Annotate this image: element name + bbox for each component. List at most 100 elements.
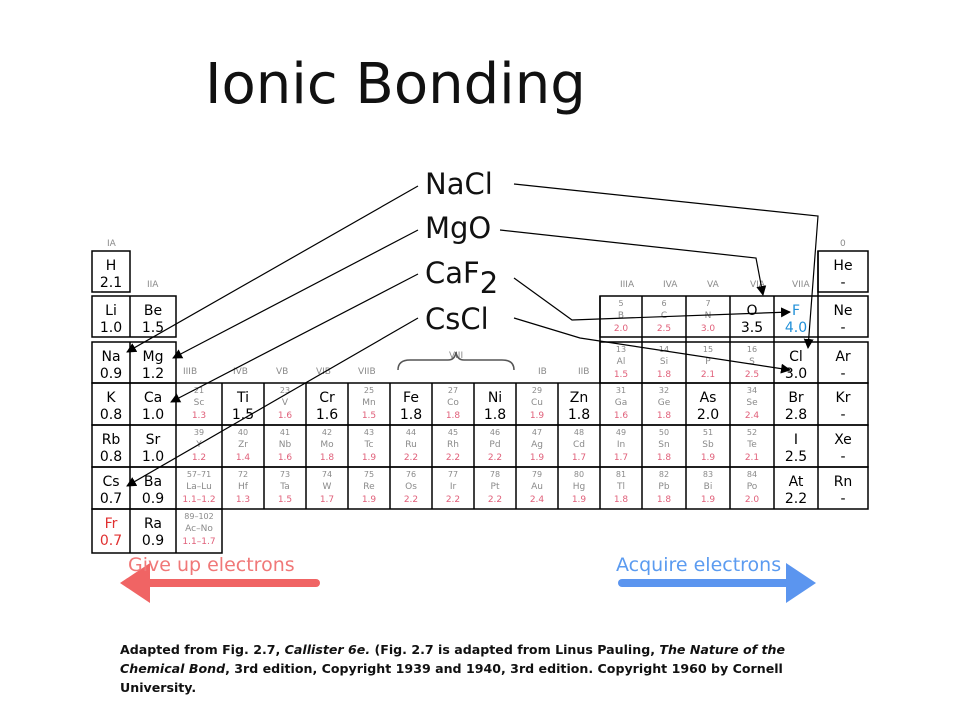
arrow-cscl-to-cs xyxy=(126,317,419,487)
element-symbol: La–Lu xyxy=(186,482,212,492)
element-electronegativity: 0.7 xyxy=(100,533,122,549)
element-number: 31 xyxy=(616,386,626,395)
element-number: 27 xyxy=(448,386,458,395)
element-electronegativity: 1.2 xyxy=(192,453,206,463)
element-electronegativity: 2.5 xyxy=(785,449,807,465)
element-symbol: Hg xyxy=(573,482,585,492)
element-electronegativity: 1.5 xyxy=(142,320,164,336)
formula-caf2-base: CaF xyxy=(425,256,480,290)
element-symbol: Cu xyxy=(531,398,543,408)
element-number: 50 xyxy=(659,428,669,437)
element-number: 42 xyxy=(322,428,332,437)
element-electronegativity: 1.8 xyxy=(657,495,672,505)
element-number: 46 xyxy=(490,428,500,437)
element-number: 14 xyxy=(659,345,669,354)
element-symbol: Al xyxy=(617,357,626,367)
element-number: 80 xyxy=(574,470,584,479)
group-header: 0 xyxy=(840,239,846,249)
element-electronegativity: 1.6 xyxy=(316,407,338,423)
element-number: 51 xyxy=(703,428,713,437)
give-arrow-head xyxy=(120,563,150,603)
element-number: 13 xyxy=(616,345,626,354)
element-symbol: Ra xyxy=(144,516,162,532)
element-symbol: Pt xyxy=(491,482,500,492)
element-symbol: Au xyxy=(531,482,543,492)
caption-italic: Callister 6e. xyxy=(284,642,371,657)
element-number: 43 xyxy=(364,428,374,437)
element-symbol: Si xyxy=(660,357,668,367)
element-electronegativity: 1.9 xyxy=(572,495,587,505)
caption-part: (Fig. 2.7 is adapted from Linus Pauling, xyxy=(370,642,660,657)
element-symbol: Zr xyxy=(238,440,248,450)
group-header: VIII xyxy=(449,351,463,361)
element-symbol: Sb xyxy=(702,440,714,450)
element-symbol: W xyxy=(323,482,332,492)
element-symbol: Ga xyxy=(615,398,628,408)
element-electronegativity: 2.2 xyxy=(446,495,460,505)
element-symbol: Fr xyxy=(105,516,118,532)
element-electronegativity: 1.8 xyxy=(320,453,335,463)
acquire-arrow-head xyxy=(786,563,816,603)
element-symbol: Ba xyxy=(144,474,162,490)
element-symbol: F xyxy=(792,303,800,319)
group-header: VIA xyxy=(750,280,766,290)
element-symbol: Zn xyxy=(570,390,588,406)
element-electronegativity: - xyxy=(840,366,845,382)
element-number: 21 xyxy=(194,386,204,395)
arrow-cscl-to-cl xyxy=(513,317,791,374)
element-electronegativity: 1.3 xyxy=(236,495,250,505)
element-electronegativity: 0.7 xyxy=(100,491,122,507)
element-electronegativity: 4.0 xyxy=(785,320,807,336)
highlighted-element-cells: H2.1Li1.0Be1.5Na0.9Mg1.2K0.8Ca1.0Ti1.5Cr… xyxy=(100,258,853,549)
page-title: Ionic Bonding xyxy=(205,52,586,117)
give-up-electrons-label: Give up electrons xyxy=(128,554,295,576)
element-number: 77 xyxy=(448,470,458,479)
group-header: VA xyxy=(707,280,720,290)
element-symbol: Ca xyxy=(144,390,162,406)
group-header: IVA xyxy=(663,280,678,290)
element-symbol: Be xyxy=(144,303,162,319)
element-symbol: He xyxy=(833,258,852,274)
element-electronegativity: 1.6 xyxy=(614,411,629,421)
element-electronegativity: 1.4 xyxy=(236,453,251,463)
element-symbol: Hf xyxy=(238,482,249,492)
element-number: 23 xyxy=(280,386,290,395)
element-symbol: Cl xyxy=(789,349,803,365)
element-symbol: Br xyxy=(788,390,804,406)
element-number: 74 xyxy=(322,470,332,479)
element-number: 39 xyxy=(194,428,204,437)
element-symbol: Tl xyxy=(616,482,625,492)
element-electronegativity: 1.7 xyxy=(572,453,586,463)
element-symbol: Mg xyxy=(143,349,164,365)
element-number: 79 xyxy=(532,470,542,479)
element-electronegativity: 0.9 xyxy=(100,366,122,382)
arrow-nacl-to-na xyxy=(126,185,419,353)
element-symbol: Cr xyxy=(319,390,335,406)
element-electronegativity: 1.8 xyxy=(614,495,629,505)
element-symbol: Sc xyxy=(194,398,205,408)
element-number: 76 xyxy=(406,470,416,479)
element-electronegativity: - xyxy=(840,275,845,291)
element-symbol: Ti xyxy=(236,390,249,406)
element-electronegativity: 2.1 xyxy=(701,370,715,380)
element-symbol: Os xyxy=(405,482,417,492)
element-electronegativity: 1.0 xyxy=(142,407,164,423)
element-symbol: Cd xyxy=(573,440,585,450)
formula-caf2: CaF2 xyxy=(425,256,498,300)
element-symbol: Rb xyxy=(102,432,121,448)
element-electronegativity: 1.5 xyxy=(614,370,628,380)
element-number: 32 xyxy=(659,386,669,395)
element-number: 44 xyxy=(406,428,416,437)
element-electronegativity: - xyxy=(840,320,845,336)
element-electronegativity: 1.6 xyxy=(278,453,293,463)
element-number: 81 xyxy=(616,470,626,479)
element-number: 15 xyxy=(703,345,713,354)
group-header: VIIA xyxy=(792,280,810,290)
element-electronegativity: 2.2 xyxy=(404,495,418,505)
element-symbol: K xyxy=(106,390,116,406)
element-electronegativity: 1.9 xyxy=(701,495,716,505)
element-symbol: Ar xyxy=(835,349,851,365)
element-electronegativity: 1.6 xyxy=(278,411,293,421)
element-number: 75 xyxy=(364,470,374,479)
